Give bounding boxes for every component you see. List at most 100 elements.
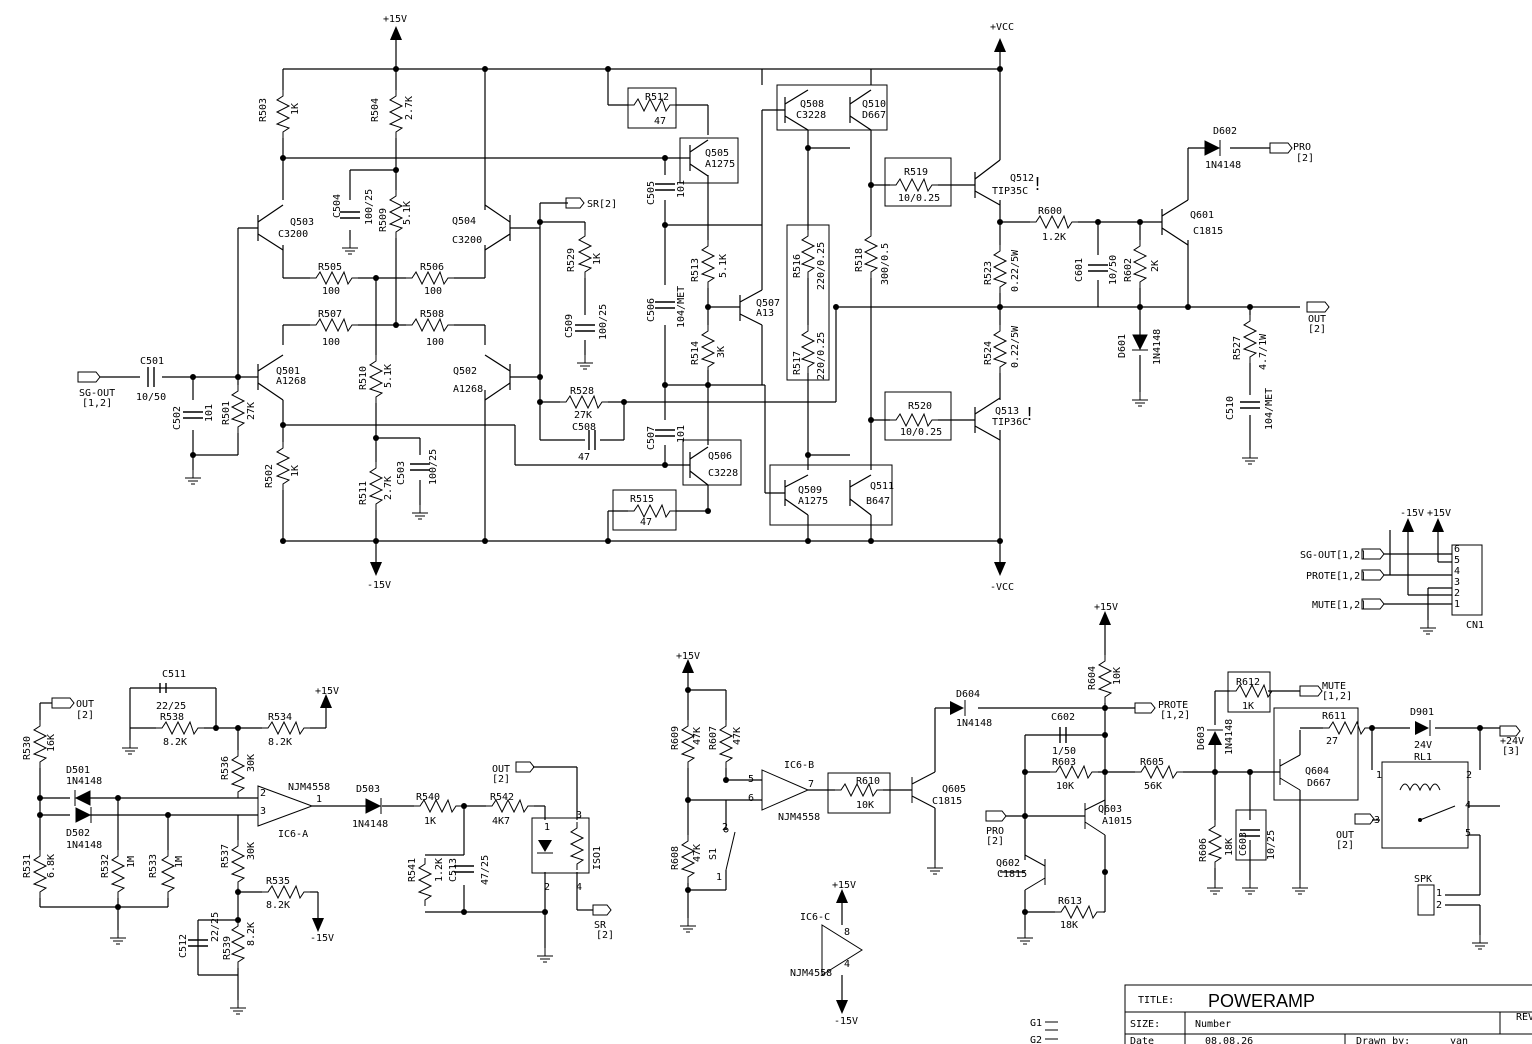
r505-val: 100 [322, 286, 340, 297]
c509-val: 100/25 [598, 304, 609, 340]
iso-pin4: 4 [576, 882, 582, 893]
c503-ref: C503 [396, 461, 407, 485]
r520-ref: R520 [908, 401, 932, 412]
r505-ref: R505 [318, 262, 342, 273]
rail-vcc-pos: +VCC [990, 22, 1014, 33]
r611-ref: R611 [1322, 711, 1346, 722]
title-label: TITLE: [1138, 995, 1174, 1006]
c502-ref: C502 [172, 406, 183, 430]
rl-pin4: 4 [1465, 800, 1471, 811]
resistor-symbols [231, 89, 1257, 518]
conn-sg-out: SG-OUT [79, 388, 115, 399]
s1-pin1: 1 [716, 872, 722, 883]
r600-val: 1.2K [1042, 232, 1066, 243]
spk-pin2: 2 [1436, 900, 1442, 911]
q505-val: A1275 [705, 159, 735, 170]
rail-m15-top: -15V [367, 580, 391, 591]
r527-val: 4.7/1W [1258, 333, 1269, 370]
ic6c-pin8: 8 [844, 927, 850, 938]
r604-val: 10K [1112, 667, 1123, 685]
r527-ref: R527 [1232, 336, 1243, 360]
r529-ref: R529 [566, 248, 577, 272]
conn-out: OUT [1308, 314, 1326, 325]
conn-sr: SR [594, 920, 607, 931]
cn1-prote: PROTE[1,2] [1306, 571, 1366, 582]
r516-val: 220/0.25 [816, 242, 827, 290]
ic6c-part: NJM4558 [790, 968, 832, 979]
d501-ref: D501 [66, 765, 90, 776]
r507-val: 100 [322, 337, 340, 348]
q604-ref: Q604 [1305, 766, 1329, 777]
r542-val: 4K7 [492, 816, 510, 827]
q603-ref: Q603 [1098, 804, 1122, 815]
g1-label: G1 [1030, 1018, 1042, 1029]
r532-ref: R532 [100, 854, 111, 878]
c510-val: 104/MET [1264, 388, 1275, 430]
q503-ref: Q503 [290, 217, 314, 228]
conn-pro: PRO [1293, 142, 1311, 153]
component-boxes [612, 84, 952, 531]
warn-q512: ! [1035, 174, 1040, 194]
c513-val: 47/25 [480, 855, 491, 885]
ic6a-pin1: 1 [316, 794, 322, 805]
q509-val: A1275 [798, 496, 828, 507]
c510-ref: C510 [1225, 396, 1236, 420]
rl-pin1: 1 [1376, 770, 1382, 781]
r501-ref: R501 [221, 401, 232, 425]
r504-ref: R504 [370, 98, 381, 122]
r612-ref: R612 [1236, 677, 1260, 688]
d502-ref: D502 [66, 828, 90, 839]
q507-ref: Q507 [756, 298, 780, 309]
q601-val: C1815 [1193, 226, 1223, 237]
r537-val: 30K [246, 842, 257, 860]
r506-val: 100 [424, 286, 442, 297]
r534-val: 8.2K [268, 737, 292, 748]
d501-val: 1N4148 [66, 776, 102, 787]
r536-val: 30K [246, 754, 257, 772]
r608-val: 47K [692, 844, 703, 862]
q510-val: D667 [862, 110, 886, 121]
r519-val: 10/0.25 [898, 193, 940, 204]
c503-val: 100/25 [428, 449, 439, 485]
r516-ref: R516 [792, 254, 803, 278]
r518-val: 300/0.5 [880, 243, 891, 285]
c504-ref: C504 [332, 194, 343, 218]
rail-vcc-neg: -VCC [990, 582, 1014, 593]
c511-val: 22/25 [156, 701, 186, 712]
ic6b-part: NJM4558 [778, 812, 820, 823]
q502-ref: Q502 [453, 366, 477, 377]
c506-ref: C506 [646, 298, 657, 322]
r536-ref: R536 [220, 756, 231, 780]
rail-p24-ref: [3] [1502, 746, 1520, 757]
r504-val: 2.7K [404, 96, 415, 120]
r506-ref: R506 [420, 262, 444, 273]
r531-ref: R531 [22, 854, 33, 878]
r540-ref: R540 [416, 792, 440, 803]
r602-ref: R602 [1123, 258, 1134, 282]
r523-ref: R523 [983, 261, 994, 285]
cn1-pin3: 3 [1454, 577, 1460, 588]
rev-label: REV [1516, 1012, 1532, 1023]
warn-q513: ! [1027, 404, 1032, 424]
r509-ref: R509 [378, 208, 389, 232]
comparator-section [39, 687, 593, 1000]
rail-p15-top: +15V [383, 14, 407, 25]
s1-pin2: 2 [722, 822, 728, 833]
cn1-m15: -15V [1400, 508, 1424, 519]
c508-ref: C508 [572, 422, 596, 433]
cn1-mute: MUTE[1,2] [1312, 600, 1366, 611]
r517-ref: R517 [792, 351, 803, 375]
r502-val: 1K [290, 465, 301, 477]
conn-out-left: OUT [76, 699, 94, 710]
c507-ref: C507 [646, 426, 657, 450]
r502-ref: R502 [264, 464, 275, 488]
r607-ref: R607 [708, 726, 719, 750]
c505-val: 101 [676, 180, 687, 198]
capacitor-symbols [147, 183, 1260, 471]
r538-val: 8.2K [163, 737, 187, 748]
r605-ref: R605 [1140, 757, 1164, 768]
c603-ref: C603 [1238, 832, 1249, 856]
r608-ref: R608 [670, 846, 681, 870]
c505-ref: C505 [646, 181, 657, 205]
r508-ref: R508 [420, 309, 444, 320]
